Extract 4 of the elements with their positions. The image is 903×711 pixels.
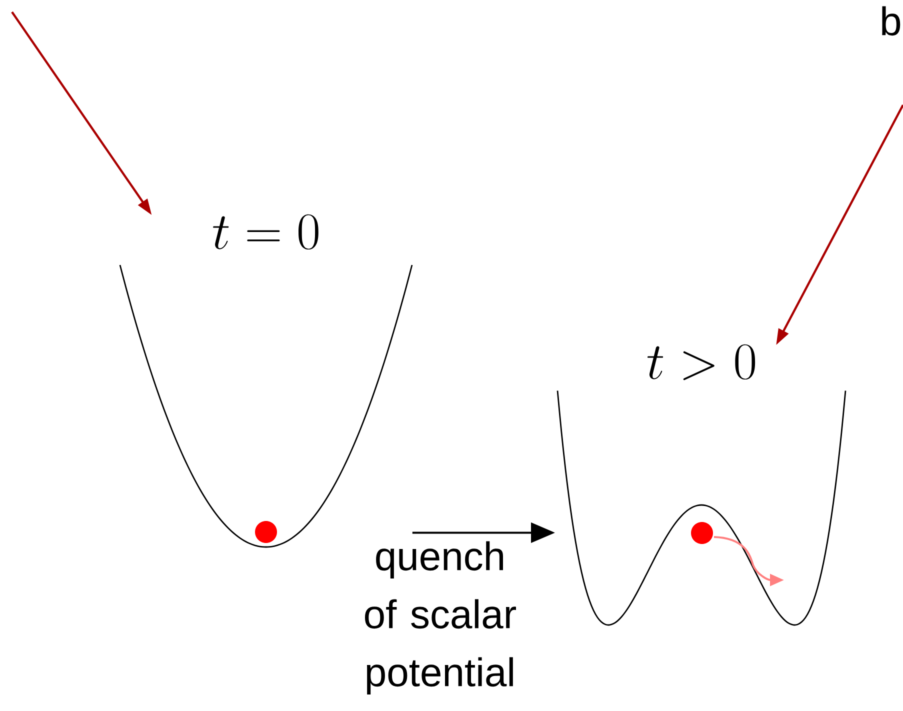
label-text: b (882, 6, 900, 36)
potential-well: $t > 0$ (556, 344, 846, 626)
node-label: $t > 0$ (647, 344, 756, 380)
node-label: $t = 0$ (213, 214, 318, 250)
